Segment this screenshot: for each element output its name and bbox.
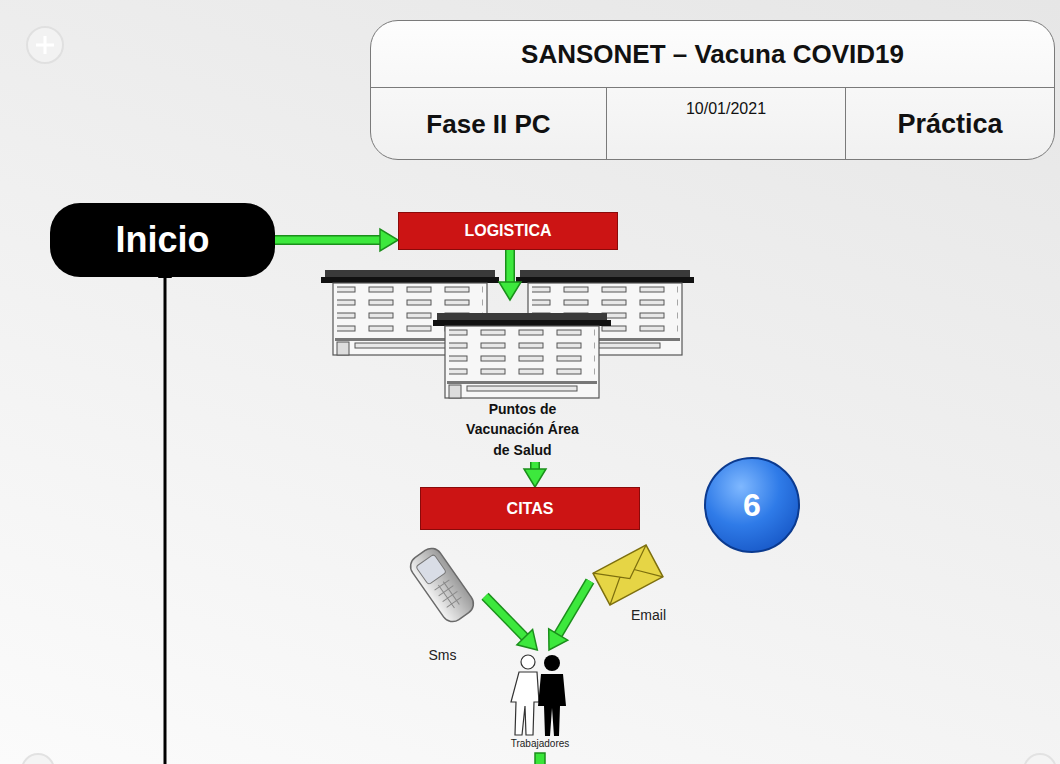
text-holder: Inicio (115, 219, 209, 261)
title-block: SANSONET – Vacuna COVID19 Fase II PC 10/… (370, 20, 1055, 160)
arrow-head (380, 229, 398, 251)
flow-arrow (549, 581, 590, 650)
arrow-outline (485, 596, 526, 638)
zoom-plus (36, 36, 54, 54)
node-text: 6 (743, 487, 761, 524)
node-text: CITAS (507, 500, 554, 518)
arrow-shaft (485, 596, 526, 638)
flow-arrow (499, 250, 521, 300)
arrow-shaft (275, 237, 382, 244)
info-label: 10/01/2021 (686, 100, 766, 118)
diagram-title: SANSONET – Vacuna COVID19 (521, 39, 904, 70)
info-label: Práctica (897, 109, 1002, 140)
return-line (164, 276, 167, 764)
envelope-icon (593, 545, 663, 605)
node-text: Puntos de Vacunación Área de Salud (457, 399, 589, 460)
text-holder: Sms (429, 647, 457, 663)
nav-button (1024, 754, 1056, 764)
workers-node: Trabajadores (495, 650, 585, 750)
arrow-outline (557, 581, 590, 636)
phone-icon (406, 544, 477, 626)
info-cell: 10/01/2021 (606, 88, 846, 160)
arrow-shaft (557, 581, 590, 636)
arrow-outline (505, 250, 515, 284)
process-box: CITAS (420, 487, 640, 530)
arrow-head (549, 629, 568, 650)
text-holder: Email (631, 607, 666, 623)
email-node: Email (590, 545, 668, 625)
arrow-shaft (507, 250, 514, 284)
sms-node: Sms (400, 540, 485, 665)
node-text: Email (631, 607, 666, 623)
flow-stub (535, 753, 545, 764)
location-node: Puntos de Vacunación Área de Salud (440, 300, 605, 462)
process-box: LOGISTICA (398, 212, 618, 250)
nav-button (22, 754, 54, 764)
flow-arrow (275, 229, 398, 251)
start-terminal: Inicio (50, 203, 275, 277)
node-text: Sms (429, 647, 457, 663)
arrow-outline (275, 235, 382, 245)
text-holder: Puntos de Vacunación Área de Salud (457, 399, 589, 460)
text-holder: LOGISTICA (464, 222, 551, 240)
info-cell: Fase II PC (371, 88, 606, 160)
zoom-button (27, 27, 63, 63)
node-text: LOGISTICA (464, 222, 551, 240)
node-text: Inicio (115, 219, 209, 261)
building-icon (433, 313, 611, 398)
text-holder: CITAS (507, 500, 554, 518)
arrow-head (517, 629, 537, 650)
callout-circle: 6 (704, 457, 800, 553)
text-holder: Trabajadores (511, 738, 570, 749)
node-text: Trabajadores (511, 738, 570, 749)
info-row: Fase II PC 10/01/2021 Práctica (371, 88, 1054, 160)
info-cell: Práctica (846, 88, 1054, 160)
worker-figures (511, 655, 566, 736)
info-label: Fase II PC (426, 109, 550, 140)
arrow-head (524, 469, 546, 487)
flow-arrow (485, 596, 537, 650)
arrow-head (499, 282, 521, 300)
text-holder: 6 (743, 487, 761, 524)
title-row: SANSONET – Vacuna COVID19 (371, 21, 1054, 88)
flow-arrow (524, 462, 546, 487)
